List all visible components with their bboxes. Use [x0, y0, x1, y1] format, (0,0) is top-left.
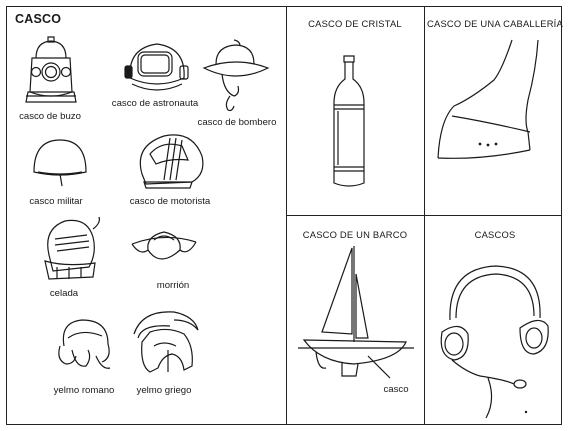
item-label: casco de buzo	[19, 111, 81, 122]
item-label: yelmo romano	[53, 385, 115, 396]
main-panel-title: CASCO	[15, 12, 62, 26]
item-label: casco de bombero	[197, 117, 277, 128]
sailboat-hull-annotation: casco	[383, 384, 409, 395]
glass-bottle-icon	[330, 55, 368, 190]
sailboat-icon	[298, 244, 418, 384]
panel-title: CASCO DE UN BARCO	[302, 229, 408, 240]
sallet-helmet-icon	[35, 215, 105, 283]
astronaut-helmet-icon	[122, 38, 192, 94]
firefighter-helmet-icon	[202, 38, 270, 114]
panel-title: CASCO DE CRISTAL	[308, 18, 402, 29]
panel-title: CASCOS	[474, 229, 516, 240]
page-speck	[524, 410, 528, 414]
greek-helmet-icon	[128, 306, 202, 378]
morion-helmet-icon	[130, 228, 198, 272]
headphones-icon	[436, 260, 554, 420]
item-label: casco militar	[29, 196, 83, 207]
motorcycle-helmet-icon	[130, 130, 210, 190]
item-label: casco de astronauta	[111, 98, 199, 109]
item-label: morrión	[156, 280, 190, 291]
panel-title: CASCO DE UNA CABALLERÍA	[427, 18, 563, 29]
diving-helmet-icon	[22, 36, 80, 106]
divider-horizontal	[286, 215, 562, 217]
item-label: celada	[49, 288, 79, 299]
item-label: yelmo griego	[136, 385, 192, 396]
military-helmet-icon	[30, 136, 90, 190]
item-label: casco de motorista	[129, 196, 211, 207]
roman-helmet-icon	[52, 316, 118, 376]
horse-hoof-icon	[432, 40, 554, 170]
